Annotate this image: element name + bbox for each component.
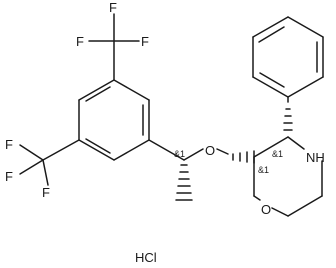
atom-o: O <box>205 143 215 158</box>
atom-f: F <box>141 34 149 49</box>
atom-o: O <box>261 202 271 217</box>
stereo-label: &1 <box>272 149 283 159</box>
stereo-label: &1 <box>174 149 185 159</box>
upper-cf3-group: F F F <box>76 0 149 81</box>
atom-f: F <box>5 169 13 184</box>
atom-f: F <box>5 137 13 152</box>
atom-f: F <box>42 185 50 200</box>
phenyl-ring <box>252 16 324 98</box>
ethyl-linker: &1 O <box>148 139 215 201</box>
lower-cf3-group: F F F <box>5 137 80 200</box>
stereo-label: &1 <box>258 165 269 175</box>
salt-label: HCl <box>135 250 157 265</box>
morpholine-ring: &1 &1 NH O <box>216 96 325 217</box>
atom-nh: NH <box>306 150 325 165</box>
atom-f: F <box>76 34 84 49</box>
atom-f: F <box>109 0 117 15</box>
bis-cf3-phenyl-ring <box>78 79 150 161</box>
